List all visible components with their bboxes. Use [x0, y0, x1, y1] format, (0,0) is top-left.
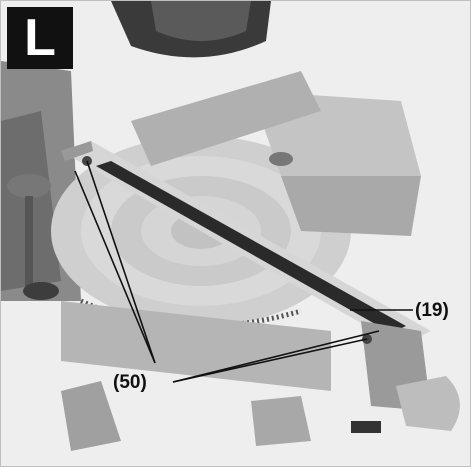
leader-50-c	[172, 338, 368, 383]
callout-19: (19)	[415, 300, 449, 321]
callout-50: (50)	[113, 372, 147, 393]
clamp-knob	[396, 376, 460, 431]
left-knob	[7, 174, 51, 198]
leader-50-a	[74, 170, 156, 364]
figure-label-badge: L	[7, 7, 73, 69]
fence	[131, 71, 321, 166]
saw-base	[61, 301, 331, 391]
leader-50-d	[172, 330, 380, 383]
leader-50-b	[86, 160, 156, 364]
